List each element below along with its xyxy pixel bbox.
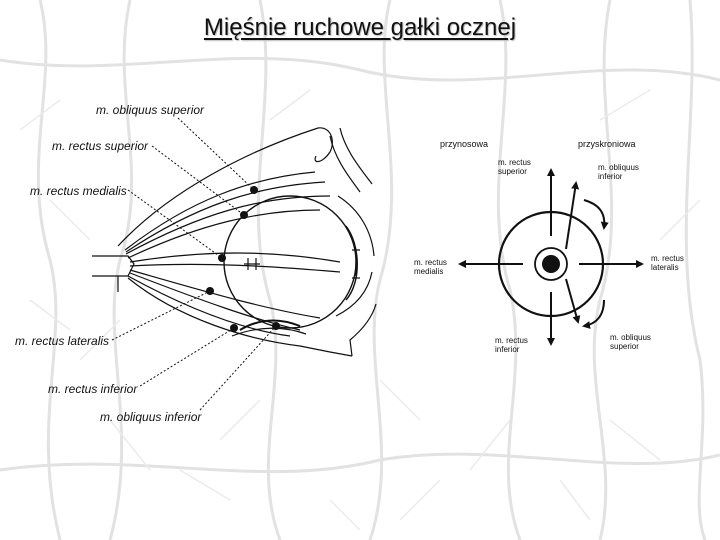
- header-temporal: przyskroniowa: [578, 139, 636, 149]
- header-nasal: przynosowa: [440, 139, 488, 149]
- pupil: [542, 255, 560, 273]
